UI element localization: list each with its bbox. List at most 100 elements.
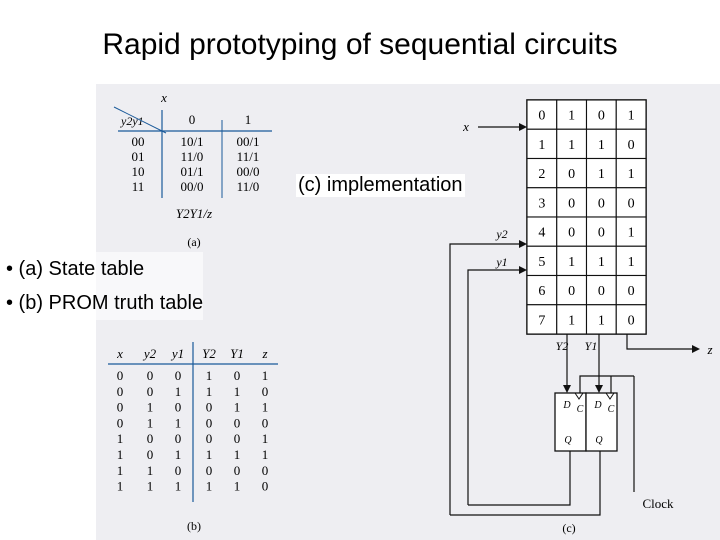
prom-memory-cell <box>615 128 647 160</box>
bullet-state-table: • (a) State table <box>6 258 145 280</box>
prom-cell: 0 <box>262 479 269 494</box>
wire-z <box>626 334 694 350</box>
arrow-Y2 <box>563 385 571 393</box>
prom-cell: 1 <box>147 400 154 415</box>
prom-memory-value: 1 <box>628 226 635 241</box>
prom-cell: 1 <box>175 447 182 462</box>
circuit-output-Y2-label: Y2 <box>556 339 569 353</box>
state-table-caption: (a) <box>187 235 200 249</box>
prom-cell: 1 <box>117 431 124 446</box>
prom-cell: 1 <box>175 479 182 494</box>
prom-memory-cell <box>585 304 617 335</box>
ff-y2-q: Q <box>564 435 572 446</box>
prom-address-label: 6 <box>538 284 545 299</box>
state-table-col-header-1: 1 <box>245 112 252 127</box>
prom-memory-value: 1 <box>568 138 575 153</box>
prom-memory-value: 1 <box>568 109 575 124</box>
prom-memory-cell <box>615 157 647 189</box>
circuit-caption: (c) <box>562 521 575 535</box>
prom-address-cell <box>526 128 558 160</box>
prom-caption: (b) <box>187 519 201 533</box>
circuit-input-x-label: x <box>462 119 469 134</box>
state-table-cell: 11/1 <box>237 149 260 164</box>
prom-cell: 0 <box>117 400 124 415</box>
prom-cell: 1 <box>147 463 154 478</box>
prom-cell: 0 <box>234 463 241 478</box>
prom-memory-value: 0 <box>598 196 605 211</box>
slide-title: Rapid prototyping of sequential circuits <box>102 28 618 61</box>
prom-memory-cell <box>585 245 617 277</box>
prom-cell: 1 <box>262 447 269 462</box>
prom-cell: 1 <box>117 447 124 462</box>
prom-memory-value: 0 <box>568 226 575 241</box>
implementation-label: (c) implementation <box>296 174 465 197</box>
prom-header: x <box>116 346 123 361</box>
state-table-state: 10 <box>132 164 145 179</box>
arrow-z <box>692 345 700 353</box>
state-table-cell: 10/1 <box>180 134 203 149</box>
prom-cell: 0 <box>206 463 213 478</box>
prom-cell: 1 <box>206 368 213 383</box>
prom-memory-cell <box>585 128 617 160</box>
prom-cell: 0 <box>262 384 269 399</box>
prom-header: Y2 <box>202 346 216 361</box>
prom-cell: 0 <box>117 415 124 430</box>
prom-memory-value: 0 <box>568 167 575 182</box>
prom-address-label: 0 <box>538 109 545 124</box>
circuit-output-Y1-label: Y1 <box>585 339 598 353</box>
prom-address-cell <box>526 157 558 189</box>
prom-cell: 0 <box>147 431 154 446</box>
circuit-input-y2-label: y2 <box>495 227 507 241</box>
ff-y2-d: D <box>562 400 571 411</box>
ff-y1-d: D <box>593 400 602 411</box>
prom-cell: 0 <box>175 431 182 446</box>
prom-cell: 0 <box>175 368 182 383</box>
prom-memory-value: 1 <box>628 255 635 270</box>
prom-address-label: 4 <box>538 226 545 241</box>
state-table-cell: 00/0 <box>180 179 203 194</box>
wire-q-y1 <box>450 451 601 516</box>
prom-address-cell <box>526 245 558 277</box>
prom-address-cell <box>526 274 558 306</box>
prom-address-label: 7 <box>538 313 545 328</box>
prom-cell: 1 <box>262 368 269 383</box>
prom-cell: 1 <box>262 400 269 415</box>
prom-cell: 1 <box>147 415 154 430</box>
prom-cell: 1 <box>262 431 269 446</box>
prom-header: y2 <box>142 346 157 361</box>
prom-memory-value: 1 <box>598 167 605 182</box>
clock-label: Clock <box>642 496 674 511</box>
prom-cell: 1 <box>147 479 154 494</box>
bullet-prom-truth-table: • (b) PROM truth table <box>6 292 204 314</box>
prom-memory-value: 0 <box>568 196 575 211</box>
wire-q-y2 <box>468 451 571 506</box>
prom-cell: 0 <box>262 415 269 430</box>
state-table-cell: 11/0 <box>237 179 260 194</box>
circuit-output-z-label: z <box>706 342 712 357</box>
state-table-footer: Y2Y1/z <box>176 206 212 221</box>
wire-y2-feedback <box>449 243 522 515</box>
prom-cell: 0 <box>175 463 182 478</box>
wire-clock-ff-y2 <box>579 375 634 393</box>
prom-address-label: 2 <box>538 167 545 182</box>
prom-address-cell <box>526 304 558 335</box>
ff-y2-c: C <box>577 404 584 415</box>
prom-cell: 0 <box>147 368 154 383</box>
state-table: x y2y1 0 1 00 10/1 00/1 01 11/0 11/1 10 … <box>113 90 272 249</box>
prom-memory-value: 1 <box>598 255 605 270</box>
state-table-state: 11 <box>132 179 145 194</box>
state-table-cell: 01/1 <box>180 164 203 179</box>
ff-y1-clock-marker <box>605 392 615 400</box>
prom-cell: 1 <box>234 384 241 399</box>
arrow-y2 <box>519 240 527 248</box>
state-table-row-header: y2y1 <box>120 114 144 128</box>
prom-memory-cell <box>615 245 647 277</box>
prom-header: z <box>261 346 267 361</box>
flip-flop-y1 <box>585 392 618 452</box>
prom-memory-value: 1 <box>598 313 605 328</box>
prom-memory-cell <box>615 216 647 247</box>
state-table-input-label: x <box>160 90 167 105</box>
